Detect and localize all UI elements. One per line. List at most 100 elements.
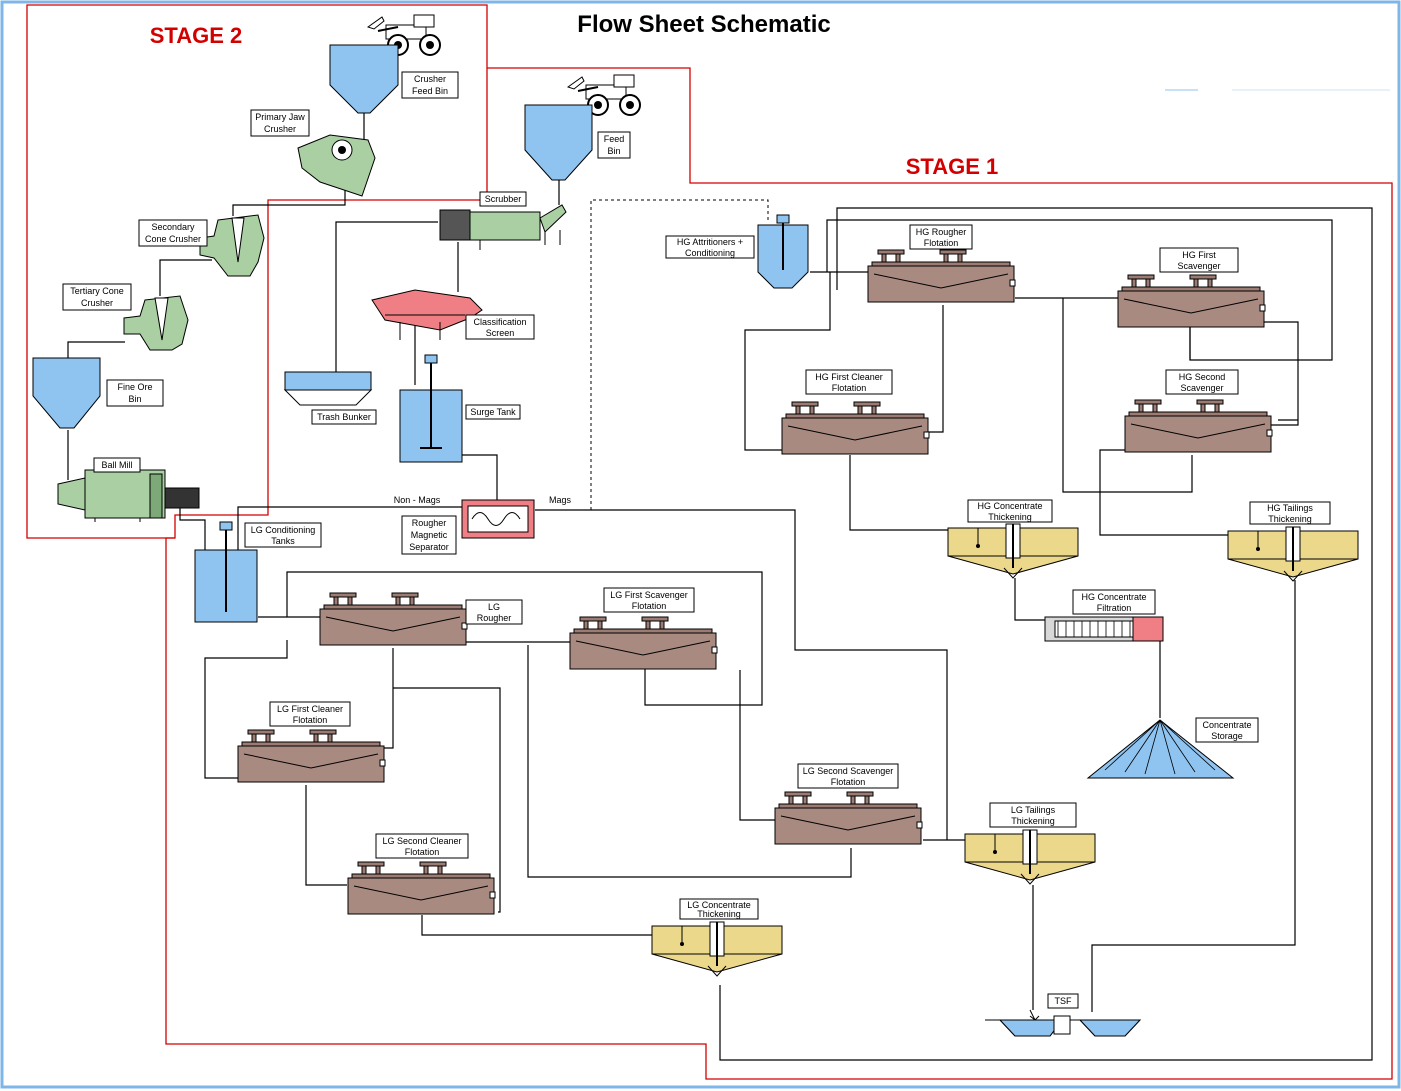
classification-screen — [371, 289, 483, 340]
svg-text:Crusher: Crusher — [81, 298, 113, 308]
svg-text:Ball Mill: Ball Mill — [101, 460, 132, 470]
svg-text:Screen: Screen — [486, 328, 515, 338]
hg-concentrate-filter-press — [1044, 616, 1164, 642]
label-secondary-cone-crusher: Secondary Cone Crusher — [138, 219, 208, 247]
svg-text:HG Concentrate: HG Concentrate — [977, 501, 1042, 511]
surge-tank — [399, 354, 463, 463]
svg-text:Feed Bin: Feed Bin — [412, 86, 448, 96]
svg-text:Tertiary Cone: Tertiary Cone — [70, 286, 124, 296]
label-ball-mill: Ball Mill — [93, 457, 141, 473]
label-lg-rougher: LG Rougher — [465, 599, 523, 625]
label-hg-first-scavenger: HG First Scavenger — [1159, 247, 1239, 273]
svg-text:HG Second: HG Second — [1179, 372, 1226, 382]
label-concentrate-storage: Concentrate Storage — [1195, 717, 1259, 743]
svg-text:Crusher: Crusher — [414, 74, 446, 84]
stage2-boundary — [26, 4, 488, 539]
svg-text:LG Tailings: LG Tailings — [1011, 805, 1056, 815]
svg-text:HG Concentrate: HG Concentrate — [1081, 592, 1146, 602]
svg-text:Storage: Storage — [1211, 731, 1243, 741]
svg-text:Bin: Bin — [128, 394, 141, 404]
svg-text:LG Second Scavenger: LG Second Scavenger — [803, 766, 894, 776]
svg-text:HG Tailings: HG Tailings — [1267, 503, 1313, 513]
lg-first-scavenger-cell — [569, 616, 718, 670]
trash-bunker — [283, 371, 373, 406]
svg-text:Concentrate: Concentrate — [1202, 720, 1251, 730]
svg-text:Thickening: Thickening — [1268, 514, 1312, 524]
secondary-cone-crusher — [199, 214, 265, 277]
label-hg-second-scavenger: HG Second Scavenger — [1165, 369, 1239, 395]
svg-text:Flotation: Flotation — [632, 601, 667, 611]
svg-text:LG Conditioning: LG Conditioning — [251, 525, 316, 535]
label-fine-ore-bin: Fine Ore Bin — [106, 379, 164, 407]
svg-text:Cone Crusher: Cone Crusher — [145, 234, 201, 244]
label-lg-second-scavenger: LG Second Scavenger Flotation — [797, 763, 899, 789]
hg-second-scavenger-cell — [1124, 399, 1273, 453]
svg-text:Filtration: Filtration — [1097, 603, 1132, 613]
hg-rougher-cell — [867, 249, 1016, 303]
concentrate-storage-pile — [1086, 719, 1235, 779]
svg-text:Bin: Bin — [607, 146, 620, 156]
label-lg-first-cleaner: LG First Cleaner Flotation — [269, 701, 351, 727]
ball-mill — [57, 469, 200, 522]
lg-tailings-thickener — [964, 829, 1096, 885]
crusher-feed-bin — [329, 44, 399, 114]
hg-concentrate-thickener — [947, 523, 1079, 579]
tertiary-cone-crusher — [123, 295, 189, 351]
hg-first-scavenger-cell — [1117, 274, 1266, 328]
svg-text:Scavenger: Scavenger — [1177, 261, 1220, 271]
label-lg-tailings-thickening: LG Tailings Thickening — [989, 802, 1077, 828]
label-hg-attritioners: HG Attritioners + Conditioning — [665, 235, 755, 259]
label-hg-first-cleaner: HG First Cleaner Flotation — [805, 369, 893, 395]
scrubber — [439, 204, 567, 250]
label-mags: Mags — [549, 495, 572, 505]
lg-conditioning-tanks — [194, 521, 258, 623]
label-crusher-feed-bin: Crusher Feed Bin — [401, 71, 459, 99]
tailings-storage-facility — [985, 1009, 1142, 1037]
label-lg-conditioning-tanks: LG Conditioning Tanks — [244, 522, 322, 548]
svg-text:Secondary: Secondary — [151, 222, 195, 232]
svg-text:Conditioning: Conditioning — [685, 248, 735, 258]
svg-text:LG Concentrate: LG Concentrate — [687, 900, 751, 910]
label-trash-bunker: Trash Bunker — [311, 409, 377, 425]
stage1-boundary — [165, 67, 1393, 1080]
label-primary-jaw-crusher: Primary Jaw Crusher — [250, 109, 310, 137]
label-hg-concentrate-thickening: HG Concentrate Thickening — [967, 499, 1053, 523]
label-non-mags: Non - Mags — [394, 495, 441, 505]
label-feed-bin: Feed Bin — [597, 131, 631, 159]
svg-text:Flotation: Flotation — [924, 238, 959, 248]
svg-text:Flotation: Flotation — [293, 715, 328, 725]
primary-jaw-crusher — [297, 134, 376, 197]
lg-second-cleaner-cell — [347, 861, 496, 915]
svg-text:Classification: Classification — [473, 317, 526, 327]
svg-text:LG Second Cleaner: LG Second Cleaner — [382, 836, 461, 846]
lg-first-cleaner-cell — [237, 729, 386, 783]
label-lg-first-scavenger: LG First Scavenger Flotation — [603, 587, 695, 613]
svg-text:LG First Cleaner: LG First Cleaner — [277, 704, 343, 714]
svg-text:Flotation: Flotation — [832, 383, 867, 393]
svg-text:Thickening: Thickening — [1011, 816, 1055, 826]
hg-attritioners-conditioning — [757, 214, 809, 289]
lg-second-scavenger-cell — [774, 791, 923, 845]
svg-text:Flotation: Flotation — [831, 777, 866, 787]
label-tertiary-cone-crusher: Tertiary Cone Crusher — [62, 283, 132, 311]
label-surge-tank: Surge Tank — [465, 404, 521, 420]
fine-ore-bin — [32, 357, 101, 429]
svg-text:Separator: Separator — [409, 542, 449, 552]
label-rougher-magnetic-separator: Rougher Magnetic Separator — [401, 515, 457, 555]
stage2-label: STAGE 2 — [150, 23, 243, 48]
rougher-magnetic-separator — [461, 499, 535, 539]
svg-text:Feed: Feed — [604, 134, 625, 144]
stage1-label: STAGE 1 — [906, 154, 999, 179]
svg-text:Crusher: Crusher — [264, 124, 296, 134]
svg-text:HG Rougher: HG Rougher — [916, 227, 967, 237]
label-hg-concentrate-filtration: HG Concentrate Filtration — [1072, 589, 1156, 615]
diagram-title: Flow Sheet Schematic — [577, 11, 830, 38]
svg-text:LG: LG — [488, 602, 500, 612]
svg-text:TSF: TSF — [1055, 996, 1073, 1006]
svg-text:Trash Bunker: Trash Bunker — [317, 412, 371, 422]
hg-first-cleaner-cell — [781, 401, 930, 455]
label-hg-tailings-thickening: HG Tailings Thickening — [1249, 501, 1331, 525]
label-hg-rougher: HG Rougher Flotation — [909, 224, 973, 250]
svg-text:HG First Cleaner: HG First Cleaner — [815, 372, 883, 382]
